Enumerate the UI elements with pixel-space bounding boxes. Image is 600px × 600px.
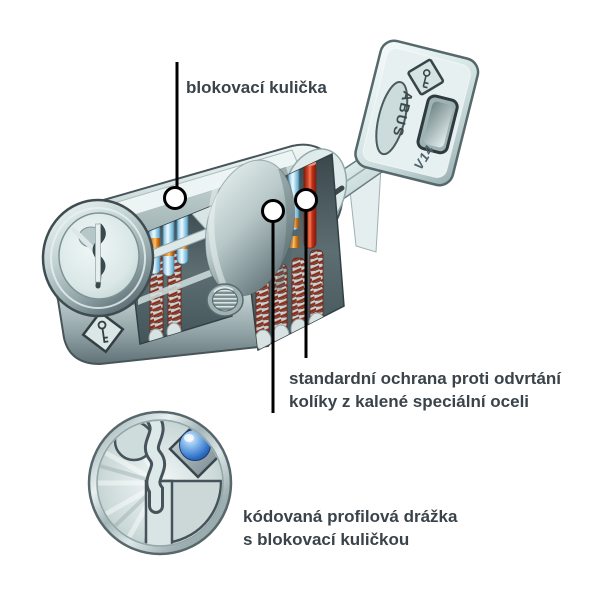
key-tip	[95, 223, 101, 283]
body-diamond-logo-icon	[81, 310, 125, 354]
callouts	[175, 62, 308, 413]
cylinder-body: ABUS	[41, 143, 348, 366]
callout-dot-drill-protection	[294, 188, 318, 212]
key: ABUS V14	[308, 39, 480, 253]
label-blocking-ball-text: blokovací kulička	[186, 78, 327, 97]
key-bow: ABUS V14	[354, 39, 480, 187]
label-drill-line1: standardní ochrana proti odvrtání	[289, 369, 562, 388]
label-drill-line2: kolíky z kalené speciální oceli	[289, 392, 530, 411]
callout-dot-blocking-ball	[163, 186, 187, 210]
label-blocking-ball: blokovací kulička	[186, 76, 327, 99]
label-groove-line1: kódovaná profilová drážka	[243, 507, 458, 526]
profile-detail-circle	[87, 410, 233, 556]
abus-logo-oval	[375, 81, 409, 156]
callout-dot-steel-pins	[261, 199, 285, 223]
callout-dots	[163, 186, 318, 223]
front-face	[41, 198, 155, 318]
label-groove-line2: s blokovací kuličkou	[243, 530, 410, 549]
label-profile-groove: kódovaná profilová drážka s blokovací ku…	[243, 505, 457, 551]
detail-profile-groove	[146, 421, 164, 511]
screw-hole	[206, 283, 244, 317]
label-drill-protection: standardní ochrana proti odvrtání kolíky…	[289, 367, 561, 413]
abus-diamond-logo-icon	[407, 58, 445, 96]
